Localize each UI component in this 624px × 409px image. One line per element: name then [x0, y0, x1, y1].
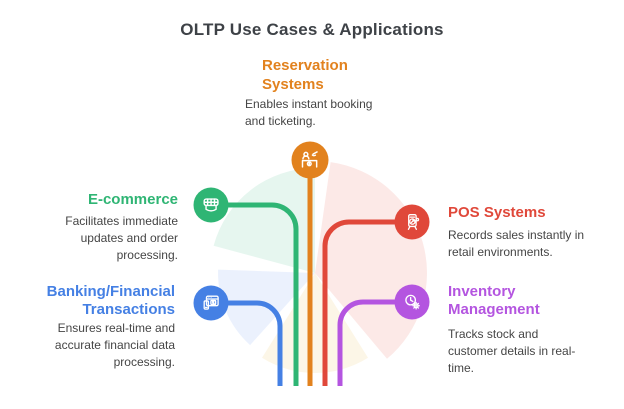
pos-systems-description: Records sales instantly in retail enviro… — [448, 228, 585, 259]
pie-slice-green — [213, 168, 315, 273]
reservation-desk-icon — [291, 141, 329, 179]
ecommerce-connector-line — [212, 202, 299, 386]
ecommerce-label: E-commerce — [87, 191, 178, 208]
banking-transactions-label: Banking/Financial Transactions — [46, 283, 175, 318]
inventory-connector-line — [337, 299, 412, 386]
storefront-icon — [193, 187, 229, 223]
ecommerce-description: Facilitates immediate updates and order … — [65, 214, 178, 262]
banking-transactions-description: Ensures real-time and accurate financial… — [54, 321, 175, 369]
inventory-management-description: Tracks stock and customer details in rea… — [448, 327, 576, 375]
reservation-systems-description: Enables instant booking and ticketing. — [245, 97, 373, 128]
connector-lines — [212, 172, 412, 386]
page-title: OLTP Use Cases & Applications — [180, 20, 444, 39]
pos-connector-line — [322, 219, 412, 386]
pos-terminal-icon — [394, 204, 430, 240]
banking-connector-line — [212, 300, 283, 386]
clock-gear-icon — [394, 284, 430, 320]
reservation-systems-label: Reservation Systems — [262, 57, 348, 93]
inventory-management-label: Inventory Management — [448, 283, 540, 318]
background-pie-chart — [213, 162, 428, 374]
icon-badges — [193, 141, 430, 321]
pos-systems-label: POS Systems — [448, 204, 546, 221]
banking-app-icon — [193, 285, 229, 321]
